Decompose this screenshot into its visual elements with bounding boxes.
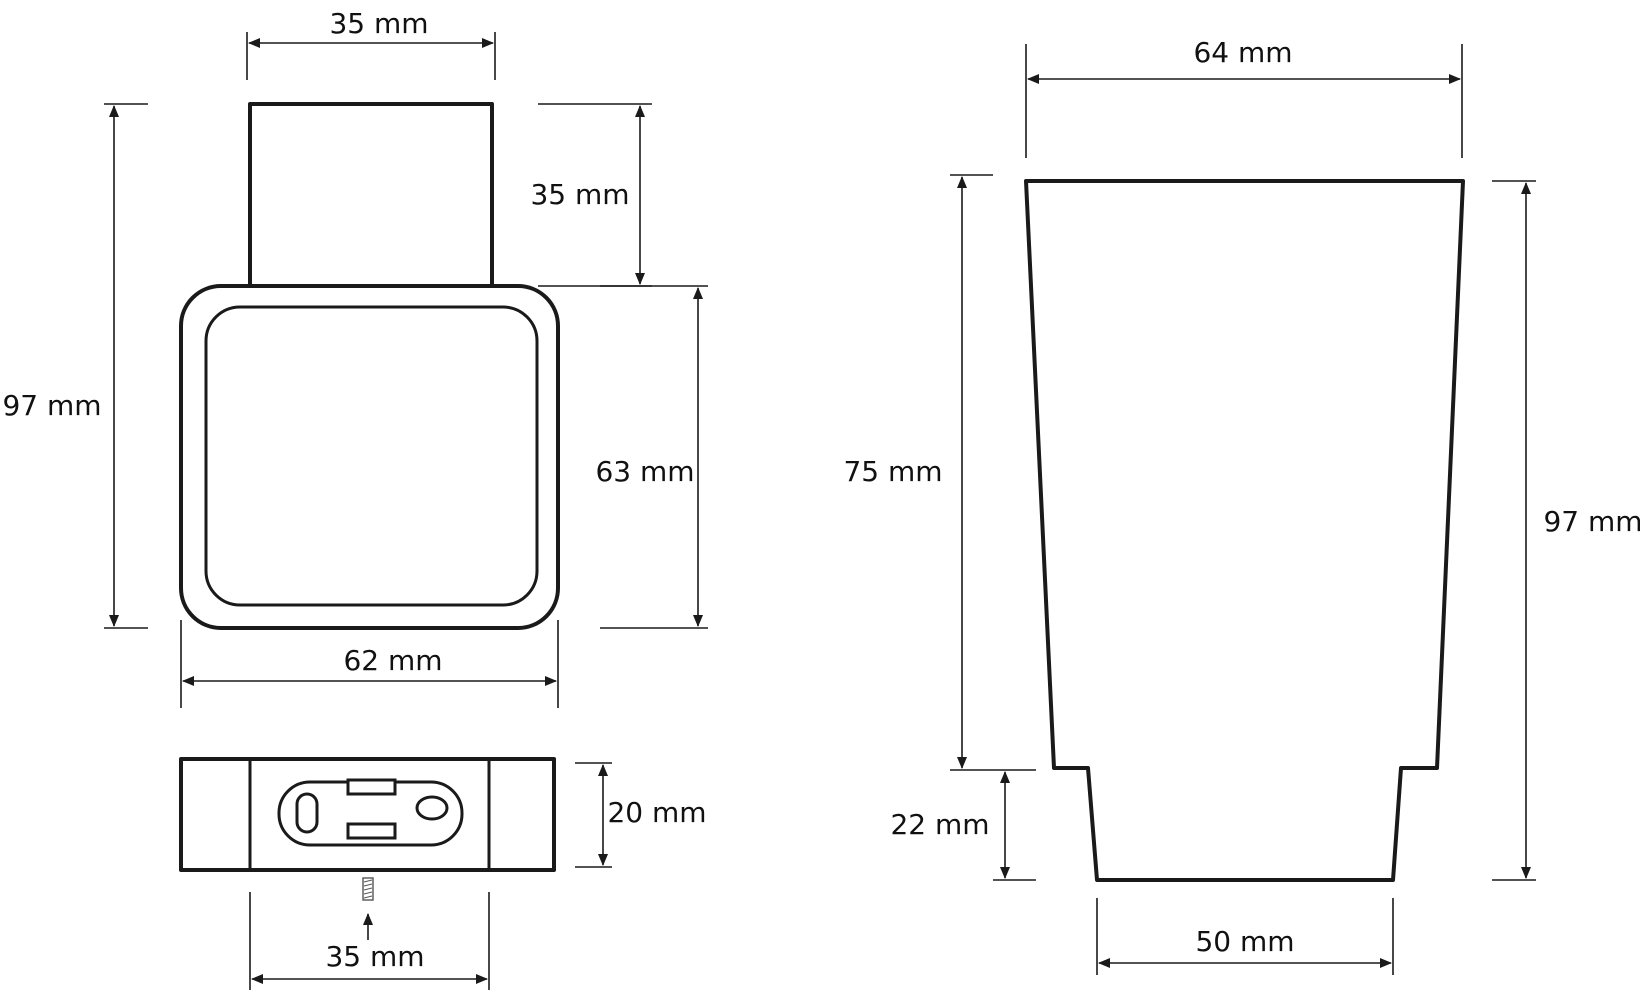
slot-hole-right [415,795,449,821]
label-holder-plate-height: 63 mm [595,455,694,488]
slot-tab-top [346,778,397,796]
label-bracket-spacing: 35 mm [325,940,424,973]
dim-holder-stem-height: 35 mm [530,103,652,287]
dim-cup-foot-height: 22 mm [890,771,1036,881]
holder-plate-inner [204,305,539,607]
dim-holder-top-width: 35 mm [246,7,496,80]
dim-cup-top-width: 64 mm [1025,36,1463,158]
label-cup-bottom-width: 50 mm [1195,925,1294,958]
slot-hole-left [295,792,319,834]
dim-holder-plate-height: 63 mm [595,285,708,629]
label-holder-total-height: 97 mm [2,389,101,422]
label-cup-body-height: 75 mm [843,455,942,488]
label-cup-total-height: 97 mm [1543,505,1640,538]
dim-holder-total-height: 97 mm [2,103,148,629]
holder-plate-outer [179,284,560,630]
wall-bracket [179,757,556,872]
dim-cup-bottom-width: 50 mm [1096,898,1394,975]
holder-front-view [179,102,560,630]
label-bracket-height: 20 mm [607,796,706,829]
label-holder-plate-width: 62 mm [343,644,442,677]
dim-cup-total-height: 97 mm [1492,180,1640,881]
label-holder-stem-height: 35 mm [530,178,629,211]
dim-bracket-height: 20 mm [575,762,707,868]
dim-cup-body-height: 75 mm [843,174,1036,771]
label-holder-top-width: 35 mm [329,7,428,40]
screw-icon [362,877,374,940]
cup-outline [1024,179,1465,882]
bracket-body [179,757,556,872]
dim-bracket-spacing: 35 mm [249,892,490,990]
dim-holder-plate-width: 62 mm [180,620,559,708]
label-cup-top-width: 64 mm [1193,36,1292,69]
holder-stem [248,102,494,288]
label-cup-foot-height: 22 mm [890,808,989,841]
slot-tab-bottom [346,822,397,840]
